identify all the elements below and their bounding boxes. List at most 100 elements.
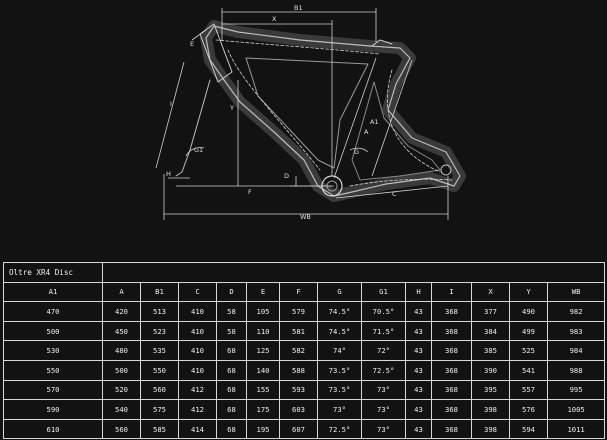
table-cell: 368 — [431, 418, 472, 440]
table-cell: 579 — [279, 301, 318, 322]
frame-geometry-diagram: B1 X E I Y G1 H D F A A1 G C WB — [155, 4, 466, 221]
table-cell: 576 — [509, 399, 548, 420]
table-cell: 73.5° — [317, 379, 362, 401]
table-cell: 73° — [317, 399, 362, 420]
dim-label-b1: B1 — [294, 4, 303, 12]
table-cell: 110 — [246, 320, 280, 342]
column-header: G1 — [361, 281, 406, 303]
table-cell: 368 — [431, 399, 472, 420]
column-header: A1 — [3, 281, 103, 303]
table-cell: 368 — [431, 359, 472, 381]
table-cell: 72° — [361, 340, 406, 361]
table-cell: 530 — [3, 340, 103, 361]
table-cell: 470 — [3, 301, 103, 322]
dim-label-c: C — [392, 190, 397, 198]
table-cell: 410 — [178, 340, 217, 361]
dim-label-e: E — [190, 40, 194, 48]
table-cell: 490 — [509, 301, 548, 322]
column-header: D — [216, 281, 247, 303]
dim-label-g1: G1 — [194, 146, 203, 154]
column-header: C — [178, 281, 217, 303]
table-cell: 43 — [405, 399, 432, 420]
table-cell: 995 — [546, 379, 606, 401]
table-cell: 395 — [471, 379, 510, 401]
column-header: E — [246, 281, 280, 303]
table-cell: 43 — [405, 320, 432, 342]
table-cell: 125 — [246, 340, 280, 361]
table-cell: 384 — [471, 320, 510, 342]
table-cell: 480 — [102, 340, 141, 361]
dim-label-wb: WB — [300, 213, 311, 221]
table-cell: 982 — [546, 301, 606, 322]
table-title-row: Oltre XR4 Disc — [3, 262, 606, 283]
dim-label-a1: A1 — [370, 118, 379, 126]
column-header: WB — [546, 281, 606, 303]
table-cell: 43 — [405, 418, 432, 440]
table-cell: 195 — [246, 418, 280, 440]
table-cell: 71.5° — [361, 320, 406, 342]
table-cell: 390 — [471, 359, 510, 381]
table-cell: 414 — [178, 418, 217, 440]
table-cell: 588 — [279, 359, 318, 381]
table-cell: 550 — [140, 359, 179, 381]
table-cell: 74.5° — [317, 320, 362, 342]
table-cell: 72.5° — [317, 418, 362, 440]
table-cell: 368 — [431, 320, 472, 342]
column-header: F — [279, 281, 318, 303]
table-cell: 610 — [3, 418, 103, 440]
table-cell: 68 — [216, 399, 247, 420]
dim-label-d: D — [284, 172, 289, 180]
table-cell: 410 — [178, 301, 217, 322]
table-cell: 560 — [102, 418, 141, 440]
column-header: G — [317, 281, 362, 303]
table-cell: 570 — [3, 379, 103, 401]
table-cell: 550 — [3, 359, 103, 381]
table-cell: 983 — [546, 320, 606, 342]
table-cell: 398 — [471, 418, 510, 440]
table-cell: 420 — [102, 301, 141, 322]
table-cell: 541 — [509, 359, 548, 381]
column-header: A — [102, 281, 141, 303]
table-cell: 73° — [361, 379, 406, 401]
table-cell: 70.5° — [361, 301, 406, 322]
table-cell: 594 — [509, 418, 548, 440]
dim-label-a: A — [364, 128, 369, 136]
rear-triangle-inner — [351, 81, 441, 181]
table-cell: 73.5° — [317, 359, 362, 381]
table-cell: 155 — [246, 379, 280, 401]
column-header: X — [471, 281, 510, 303]
fork — [175, 79, 211, 177]
table-cell: 58 — [216, 320, 247, 342]
table-cell: 590 — [3, 399, 103, 420]
column-header: Y — [509, 281, 548, 303]
table-cell: 398 — [471, 399, 510, 420]
rear-dropout — [440, 164, 452, 176]
table-cell: 575 — [140, 399, 179, 420]
table-cell: 368 — [431, 379, 472, 401]
table-cell: 988 — [546, 359, 606, 381]
dim-label-y: Y — [229, 104, 234, 112]
table-cell: 43 — [405, 379, 432, 401]
table-cell: 593 — [279, 379, 318, 401]
table-cell: 513 — [140, 301, 179, 322]
head-tube — [199, 23, 233, 83]
table-cell: 58 — [216, 301, 247, 322]
table-cell: 68 — [216, 359, 247, 381]
dim-label-g: G — [354, 148, 359, 156]
table-cell: 557 — [509, 379, 548, 401]
table-cell: 140 — [246, 359, 280, 381]
front-triangle-inner — [245, 57, 369, 169]
frame-drawing: B1 X E I Y G1 H D F A A1 G C WB — [155, 4, 466, 221]
dim-label-f: F — [248, 188, 252, 196]
table-cell: 581 — [279, 320, 318, 342]
table-cell: 74° — [317, 340, 362, 361]
dim-label-h: H — [166, 170, 171, 178]
table-cell: 984 — [546, 340, 606, 361]
table-title: Oltre XR4 Disc — [3, 262, 103, 283]
table-cell: 582 — [279, 340, 318, 361]
